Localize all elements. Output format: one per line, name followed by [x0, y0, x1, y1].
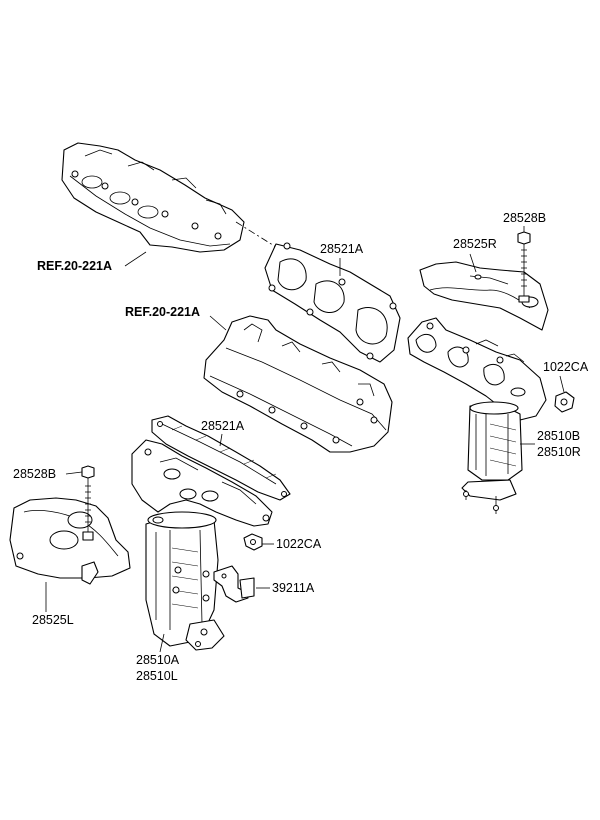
- nut-right: [554, 391, 575, 413]
- label-heat-protector-right: 28525R: [453, 237, 497, 251]
- nut-left: [243, 533, 263, 551]
- heat-protector-left: [9, 497, 131, 585]
- label-heat-protector-left: 28525L: [32, 613, 74, 627]
- label-manifold-left-a: 28510A: [136, 653, 180, 667]
- gasket-left: [151, 415, 291, 501]
- bolt-right: [517, 231, 531, 303]
- leader-nut-right: [559, 375, 565, 393]
- exhaust-manifold-right: [407, 317, 547, 514]
- label-manifold-right-b: 28510R: [537, 445, 581, 459]
- exhaust-manifold-left: [131, 439, 273, 651]
- bracket: [213, 565, 255, 603]
- bolt-left: [81, 465, 95, 541]
- leader-heat-protector-right: [469, 253, 477, 273]
- cylinder-head-middle: [203, 315, 393, 453]
- label-bolt-right: 28528B: [503, 211, 546, 225]
- label-gasket-right: 28521A: [320, 242, 364, 256]
- label-bolt-left: 28528B: [13, 467, 56, 481]
- ref-mid-leader: [209, 315, 227, 331]
- leader-bolt-left: [65, 471, 83, 475]
- leader-manifold-left: [159, 633, 165, 653]
- leader-gasket-left: [219, 433, 223, 447]
- label-gasket-left: 28521A: [201, 419, 245, 433]
- label-bracket: 39211A: [272, 581, 315, 595]
- label-nut-right: 1022CA: [543, 360, 589, 374]
- label-nut-left: 1022CA: [276, 537, 322, 551]
- gasket-right: [264, 242, 401, 363]
- label-manifold-right-a: 28510B: [537, 429, 580, 443]
- cylinder-head-upper: [61, 142, 245, 253]
- ref-top-leader: [124, 251, 147, 267]
- label-manifold-left-b: 28510L: [136, 669, 178, 683]
- ref-label-mid: REF.20-221A: [125, 305, 200, 319]
- ref-label-top: REF.20-221A: [37, 259, 112, 273]
